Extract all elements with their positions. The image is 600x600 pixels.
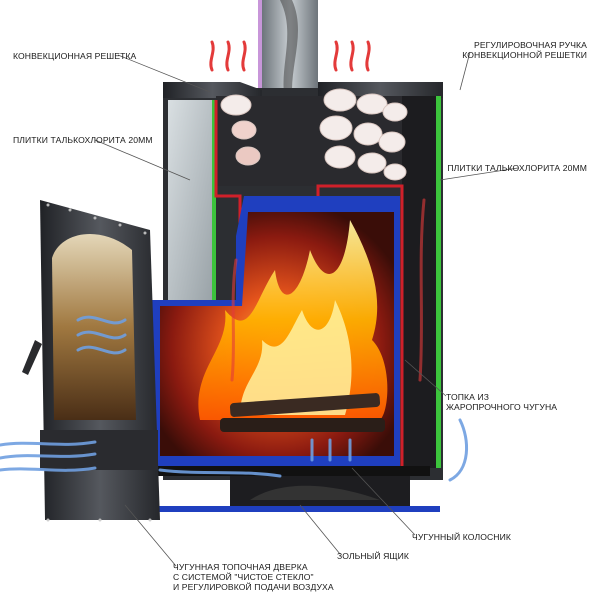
label-ash-box: Зольный ящик: [337, 551, 409, 561]
label-door-line3: и регулировкой подачи воздуха: [173, 582, 334, 592]
label-talc-tiles-right: Плитки талькохлорита 20мм: [447, 163, 587, 173]
firebox-door: [22, 200, 160, 522]
sauna-stones: [220, 88, 408, 181]
label-control-handle: Регулировочная ручка конвекционной решет…: [462, 40, 587, 60]
leader-lines: [94, 51, 519, 567]
label-convection-grille: Конвекционная решетка: [13, 51, 137, 61]
heat-arrow-icon: [209, 40, 426, 382]
sauna-stone-icon: [220, 88, 408, 181]
convection-grille-left: [163, 82, 262, 98]
firewood-logs: [220, 393, 385, 432]
door-handle-icon: [22, 340, 42, 375]
flame-icon: [198, 220, 388, 420]
label-door: Чугунная топочная дверка с системой "чис…: [173, 562, 334, 592]
label-firebox: Топка из жаропрочного чугуна: [446, 392, 557, 412]
grate-and-ash-box: [150, 466, 440, 512]
label-control-handle-line1: Регулировочная ручка: [473, 40, 587, 50]
label-firebox-line2: жаропрочного чугуна: [446, 402, 558, 412]
label-control-handle-line2: конвекционной решетки: [462, 50, 587, 60]
label-door-line2: с системой "чистое стекло": [173, 572, 314, 582]
label-grate: Чугунный колосник: [412, 532, 512, 542]
air-flow-icon: [0, 315, 469, 482]
label-talc-tiles-left: Плитки талькохлорита 20мм: [13, 135, 153, 145]
talc-tile-panel-left: [168, 100, 212, 300]
label-door-line1: Чугунная топочная дверка: [173, 562, 308, 572]
label-firebox-line1: Топка из: [446, 392, 490, 402]
